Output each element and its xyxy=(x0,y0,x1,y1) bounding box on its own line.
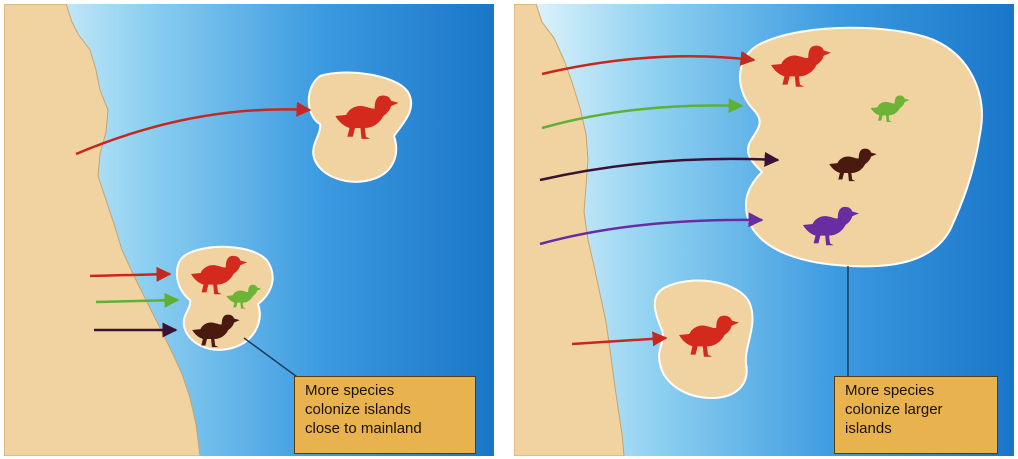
caption-box-right: More species colonize larger islands xyxy=(834,376,998,454)
caption-line: islands xyxy=(845,419,987,438)
caption-line: colonize islands xyxy=(305,400,465,419)
right-panel: More species colonize larger islands xyxy=(514,4,1014,456)
caption-line: More species xyxy=(305,381,465,400)
caption-line: More species xyxy=(845,381,987,400)
caption-box-left: More species colonize islands close to m… xyxy=(294,376,476,454)
caption-line: colonize larger xyxy=(845,400,987,419)
caption-line: close to mainland xyxy=(305,419,465,438)
large-island xyxy=(740,28,982,267)
left-panel: More species colonize islands close to m… xyxy=(4,4,494,456)
